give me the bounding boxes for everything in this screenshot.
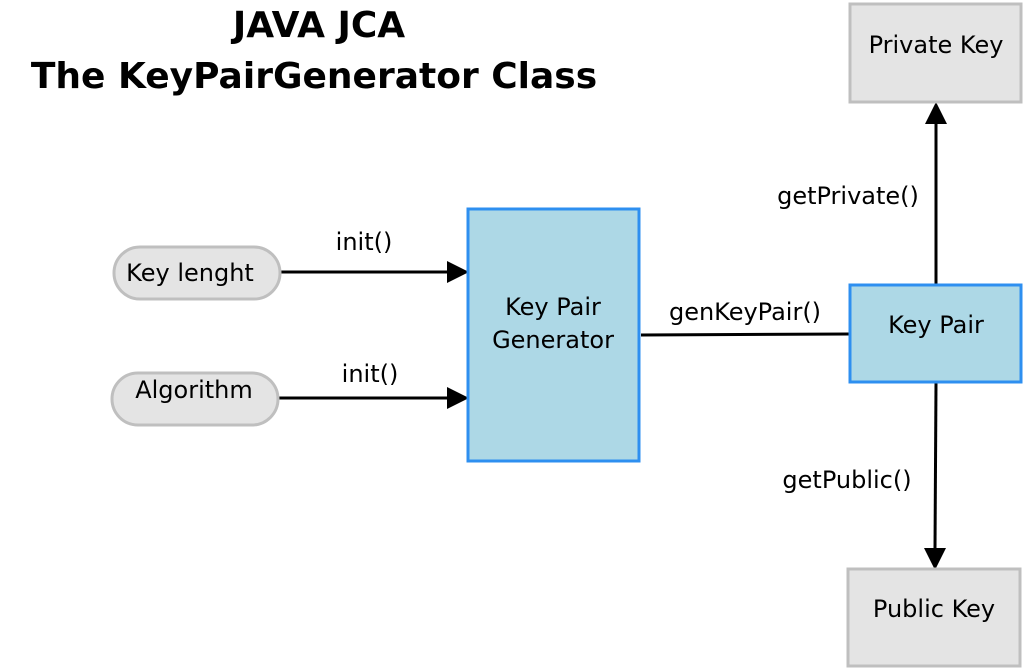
node-public-key[interactable]: Public Key xyxy=(846,567,1022,668)
node-label-line-2: Generator xyxy=(492,326,614,354)
node-shape xyxy=(848,2,1023,104)
arrowhead-icon xyxy=(447,387,469,409)
node-shape xyxy=(848,283,1023,384)
node-label: Public Key xyxy=(873,595,995,623)
edge-line xyxy=(640,332,851,337)
node-private-key[interactable]: Private Key xyxy=(848,2,1023,104)
edge-line xyxy=(933,382,938,549)
arrowhead-icon xyxy=(447,261,469,283)
node-label: Key lenght xyxy=(126,259,254,287)
node-shape xyxy=(110,371,280,427)
arrowhead-icon xyxy=(925,102,947,124)
edge-label-init-1: init() xyxy=(336,228,393,256)
edge-keypair-to-privatekey: getPrivate() xyxy=(777,102,947,284)
edge-label-getpublic: getPublic() xyxy=(782,466,911,494)
node-shape xyxy=(846,567,1022,668)
node-algorithm[interactable]: Algorithm xyxy=(110,371,280,427)
node-key-length[interactable]: Key lenght xyxy=(112,245,282,301)
edge-keypair-to-publickey: getPublic() xyxy=(782,382,946,570)
arrowhead-icon xyxy=(924,548,946,570)
node-shape xyxy=(466,207,641,463)
title-line-1: JAVA JCA xyxy=(230,5,405,46)
node-key-pair-generator[interactable]: Key Pair Generator xyxy=(466,207,641,463)
node-shape xyxy=(112,245,282,301)
edge-algorithm-to-generator: init() xyxy=(279,360,469,409)
edge-label-getprivate: getPrivate() xyxy=(777,182,919,210)
node-label: Algorithm xyxy=(135,376,253,404)
edge-label-init-2: init() xyxy=(342,360,399,388)
edge-keylength-to-generator: init() xyxy=(281,228,469,283)
edge-label-genkeypair: genKeyPair() xyxy=(669,298,821,326)
node-label: Private Key xyxy=(869,31,1004,59)
node-label: Key Pair xyxy=(888,311,984,339)
node-key-pair[interactable]: Key Pair xyxy=(848,283,1023,384)
title-line-2: The KeyPairGenerator Class xyxy=(31,56,597,97)
node-label-line-1: Key Pair xyxy=(505,293,601,321)
edge-generator-to-keypair: genKeyPair() xyxy=(640,298,851,337)
